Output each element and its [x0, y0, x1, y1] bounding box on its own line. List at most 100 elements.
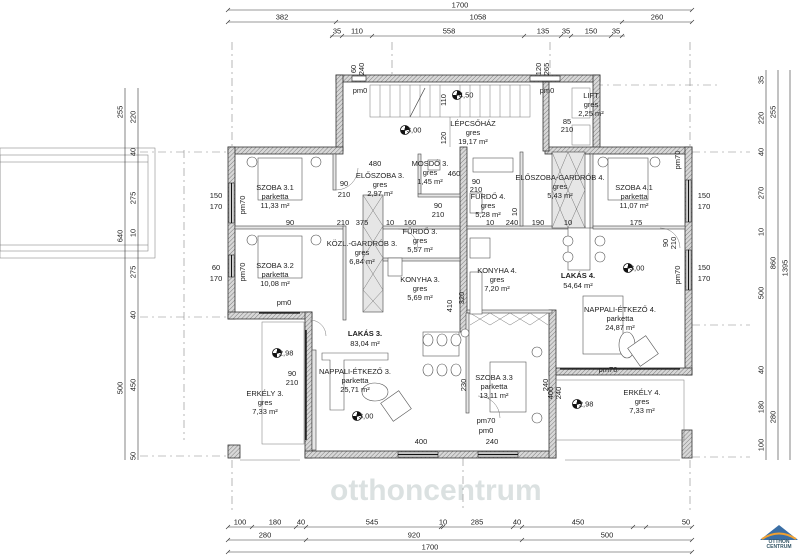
room-floor: gres — [635, 397, 650, 406]
dimension-tick — [568, 33, 574, 39]
room-area: 10,08 m² — [260, 279, 290, 288]
dimension-label: 50 — [129, 452, 138, 460]
dimension-label: 35 — [333, 27, 341, 36]
opening-label: 170 — [210, 274, 223, 283]
opening-label: 210 — [286, 378, 299, 387]
level-mark: +2,98 — [272, 348, 294, 358]
dimension-label: 280 — [769, 411, 778, 424]
room-name: SZOBA 3.2 — [256, 261, 294, 270]
opening-label: 90 — [288, 369, 296, 378]
logo-line1: OTTHON — [768, 539, 790, 545]
room-name: LÉPCSŐHÁZ — [450, 119, 496, 128]
level-mark: +2,98 — [572, 399, 593, 409]
interior-walls — [234, 151, 686, 451]
dimension-tick — [225, 549, 231, 555]
room-name: NAPPALI-ÉTKEZŐ 4. — [584, 305, 656, 314]
dimension-label: 220 — [129, 111, 138, 124]
dimension-label: 10 — [757, 228, 766, 236]
opening-label: pm0 — [277, 298, 292, 307]
dimension-label: 275 — [129, 192, 138, 205]
room-name: SZOBA 3.1 — [256, 183, 294, 192]
opening-label: pm70 — [599, 365, 618, 374]
opening-label: pm0 — [540, 86, 555, 95]
opening-label: 210 — [669, 237, 678, 250]
dimension-tick — [558, 33, 564, 39]
dimension-tick — [225, 19, 231, 25]
dimension-label: 1700 — [422, 543, 439, 552]
dimension-tick — [619, 33, 625, 39]
opening-label: 150 — [698, 263, 711, 272]
furniture — [246, 156, 661, 424]
opening-label: 240 — [506, 218, 519, 227]
dimension-tick — [225, 7, 231, 13]
opening-label: 110 — [439, 94, 448, 106]
dimension-tick — [339, 33, 345, 39]
dimension-label: 135 — [537, 27, 550, 36]
room-name: ERKÉLY 3. — [246, 389, 283, 398]
dimension-label: 860 — [769, 257, 778, 270]
dimension-label: 110 — [351, 27, 363, 36]
room-name: ELŐSZOBA 3. — [356, 171, 404, 180]
dimension-label: 40 — [129, 148, 138, 156]
room-name: KONYHA 4. — [477, 266, 517, 275]
dimension-tick — [608, 33, 614, 39]
room-area: 25,71 m² — [340, 385, 370, 394]
dimension-label: 382 — [276, 13, 289, 22]
opening-label: 10 — [486, 218, 494, 227]
dimension-tick — [689, 7, 695, 13]
dimension-tick — [333, 19, 339, 25]
windows — [228, 75, 692, 458]
opening-label: 410 — [445, 300, 454, 313]
dimension-tick — [689, 19, 695, 25]
apartment-label: LAKÁS 4.54,64 m² — [561, 271, 595, 290]
room-area: 2,97 m² — [367, 189, 393, 198]
apartment-area: 54,64 m² — [563, 281, 593, 290]
dimension-label: 35 — [612, 27, 620, 36]
dimension-label: 35 — [562, 27, 570, 36]
dimension-tick — [619, 19, 625, 25]
dimension-tick — [521, 33, 527, 39]
opening-label: 90 — [340, 179, 348, 188]
outside-terrace — [0, 147, 156, 259]
opening-label: pm0 — [479, 426, 494, 435]
dimension-label: 260 — [651, 13, 664, 22]
level-value: +3,00 — [403, 126, 422, 135]
level-value: +4,50 — [455, 91, 474, 100]
room-name: KÖZL.-GARDRÓB 3. — [327, 239, 397, 248]
dimension-tick — [438, 524, 444, 530]
room-area: 24,87 m² — [605, 323, 635, 332]
opening-label: 210 — [470, 185, 483, 194]
opening-label: 375 — [356, 218, 369, 227]
dimension-label: 220 — [757, 112, 766, 125]
opening-label: pm70 — [238, 196, 247, 215]
room-floor: gres — [258, 398, 273, 407]
dimension-tick — [303, 537, 309, 543]
room-area: 5,69 m² — [407, 293, 433, 302]
opening-label: 85 — [563, 117, 571, 126]
opening-label: 240 — [357, 63, 366, 76]
dimension-label: 280 — [259, 531, 272, 540]
doors — [309, 167, 681, 419]
room-name: FÜRDŐ 3. — [402, 227, 437, 236]
room-floor: gres — [481, 201, 496, 210]
room-name: LIFT — [583, 91, 599, 100]
level-mark: +3,00 — [352, 411, 373, 421]
opening-label: 120 — [534, 63, 543, 76]
opening-label: 170 — [698, 202, 711, 211]
dimension-label: 275 — [129, 266, 138, 279]
opening-label: 400 — [546, 387, 555, 400]
room-area: 7,33 m² — [252, 407, 278, 416]
level-value: +2,98 — [275, 349, 294, 358]
